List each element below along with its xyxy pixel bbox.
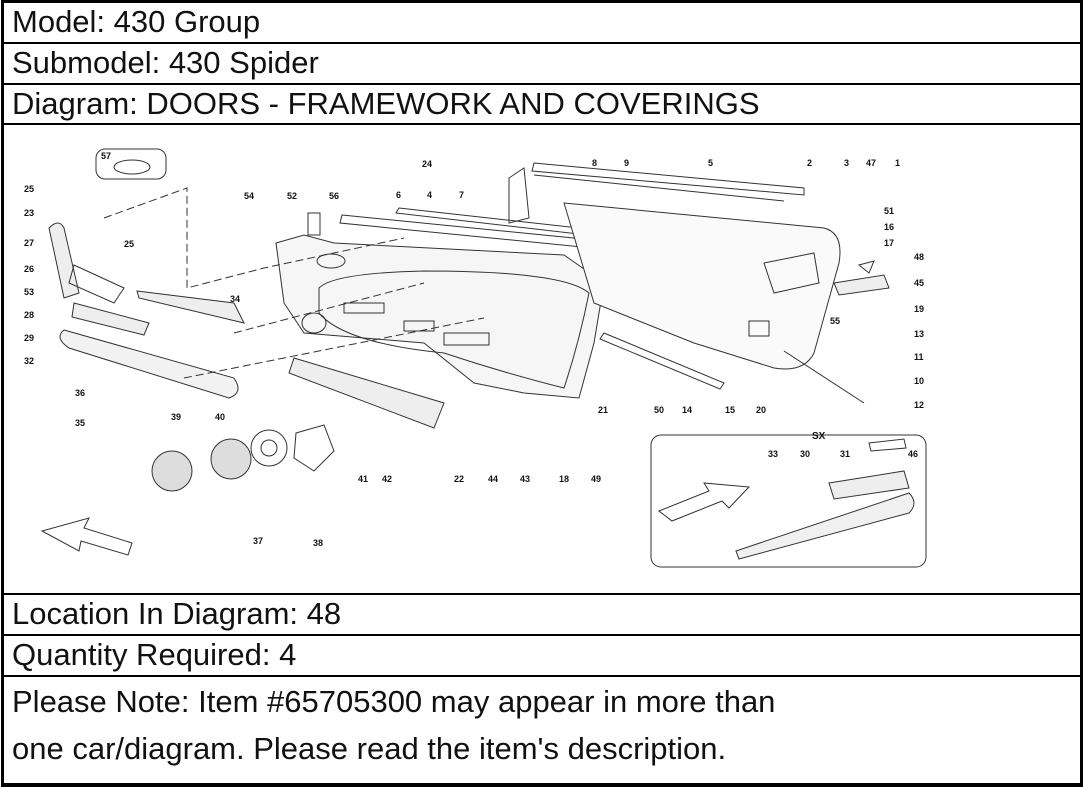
- callout-25: 25: [124, 239, 134, 249]
- callout-33: 33: [768, 449, 778, 459]
- callout-31: 31: [840, 449, 850, 459]
- callout-56: 56: [329, 191, 339, 201]
- note-row: Please Note: Item #65705300 may appear i…: [4, 677, 1080, 783]
- callout-2: 2: [807, 158, 812, 168]
- callout-23: 23: [24, 208, 34, 218]
- direction-arrow-icon: [657, 482, 751, 522]
- location-in-diagram-row: Location In Diagram: 48: [4, 595, 1080, 636]
- callout-42: 42: [382, 474, 392, 484]
- callout-35: 35: [75, 418, 85, 428]
- callout-57: 57: [101, 151, 111, 161]
- callout-5: 5: [708, 158, 713, 168]
- callout-49: 49: [591, 474, 601, 484]
- callout-18: 18: [559, 474, 569, 484]
- callout-41: 41: [358, 474, 368, 484]
- callout-8: 8: [592, 158, 597, 168]
- callout-52: 52: [287, 191, 297, 201]
- callout-28: 28: [24, 310, 34, 320]
- callout-36: 36: [75, 388, 85, 398]
- callout-12: 12: [914, 400, 924, 410]
- callout-24: 24: [422, 159, 432, 169]
- quantity-required-row: Quantity Required: 4: [4, 636, 1080, 677]
- callout-19: 19: [914, 304, 924, 314]
- callout-40: 40: [215, 412, 225, 422]
- callout-22: 22: [454, 474, 464, 484]
- note-line-1: Please Note: Item #65705300 may appear i…: [12, 684, 776, 719]
- submodel-row: Submodel: 430 Spider: [4, 44, 1080, 85]
- callout-53: 53: [24, 287, 34, 297]
- inset-label-sx: SX: [812, 431, 826, 442]
- callout-13: 13: [914, 329, 924, 339]
- model-row: Model: 430 Group: [4, 3, 1080, 44]
- callout-16: 16: [884, 222, 894, 232]
- callout-54: 54: [244, 191, 254, 201]
- diagram-title-row: Diagram: DOORS - FRAMEWORK AND COVERINGS: [4, 85, 1080, 125]
- callout-9: 9: [624, 158, 629, 168]
- callout-50: 50: [654, 405, 664, 415]
- callout-29: 29: [24, 333, 34, 343]
- callout-55: 55: [830, 316, 840, 326]
- direction-arrow-icon: [40, 517, 133, 556]
- callout-37: 37: [253, 536, 263, 546]
- callout-51: 51: [884, 206, 894, 216]
- callout-47: 47: [866, 158, 876, 168]
- callout-46: 46: [908, 449, 918, 459]
- callout-30: 30: [800, 449, 810, 459]
- callout-48: 48: [914, 252, 924, 262]
- note-line-2: one car/diagram. Please read the item's …: [12, 731, 727, 766]
- callout-38: 38: [313, 538, 323, 548]
- callout-20: 20: [756, 405, 766, 415]
- callout-11: 11: [914, 352, 924, 362]
- callout-44: 44: [488, 474, 498, 484]
- callout-32: 32: [24, 356, 34, 366]
- callout-26: 26: [24, 264, 34, 274]
- callout-17: 17: [884, 238, 894, 248]
- callout-45: 45: [914, 278, 924, 288]
- callout-4: 4: [427, 190, 432, 200]
- callout-27: 27: [24, 238, 34, 248]
- callout-43: 43: [520, 474, 530, 484]
- callout-21: 21: [598, 405, 608, 415]
- callout-7: 7: [459, 190, 464, 200]
- callout-10: 10: [914, 376, 924, 386]
- callout-3: 3: [844, 158, 849, 168]
- callout-14: 14: [682, 405, 692, 415]
- callout-39: 39: [171, 412, 181, 422]
- callout-15: 15: [725, 405, 735, 415]
- callout-6: 6: [396, 190, 401, 200]
- callout-25: 25: [24, 184, 34, 194]
- callout-1: 1: [895, 158, 900, 168]
- callout-34: 34: [230, 294, 240, 304]
